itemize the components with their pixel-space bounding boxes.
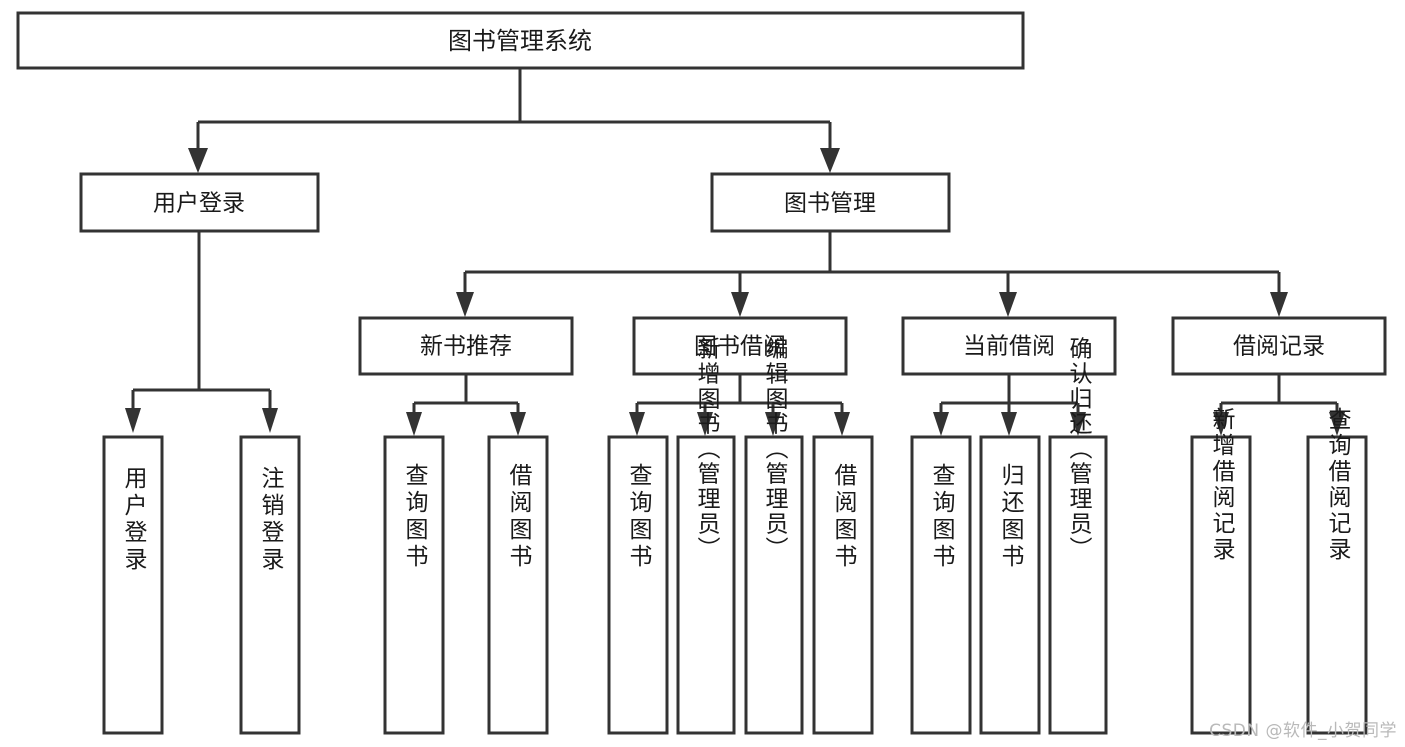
node-book-manage-label: 图书管理 (784, 191, 876, 217)
leaf-node-confirm-return[interactable]: 确认归还（管理员） (1048, 337, 1108, 735)
arrow-head-icon (697, 412, 713, 436)
node-root-box (16, 11, 1025, 70)
arrow-head-icon (188, 148, 208, 173)
arrow-head-icon (1070, 412, 1086, 436)
leaf-node-add-book[interactable]: 新增图书（管理员） (676, 337, 736, 735)
node-borrow-record-label: 借阅记录 (1233, 334, 1325, 360)
leaf-node-borrow-book-2[interactable]: 借阅图书 (812, 435, 874, 735)
leaf-confirm-return-box (1048, 435, 1108, 735)
leaf-borrow-book-1-box (487, 435, 549, 735)
leaf-query-record-label: 查询借阅记录 (1324, 407, 1352, 563)
leaf-add-record-box (1190, 435, 1252, 735)
node-new-book-rec[interactable]: 新书推荐 (358, 316, 574, 376)
leaf-edit-book-box (744, 435, 804, 735)
arrow-head-icon (456, 292, 474, 317)
leaf-query-book-1-label: 查询图书 (401, 463, 429, 571)
leaf-return-book-box (979, 435, 1041, 735)
node-new-book-rec-box (358, 316, 574, 376)
leaf-node-query-book-1[interactable]: 查询图书 (383, 435, 445, 735)
leaf-add-book-label: 新增图书（管理员） (693, 337, 721, 562)
node-borrow-record-box (1171, 316, 1387, 376)
arrow-head-icon (999, 292, 1017, 317)
leaf-user-login-box (102, 435, 164, 735)
leaf-node-query-book-3[interactable]: 查询图书 (910, 435, 972, 735)
arrow-head-icon (933, 412, 949, 436)
node-book-manage[interactable]: 图书管理 (710, 172, 951, 233)
leaf-node-add-record[interactable]: 新增借阅记录 (1190, 407, 1252, 735)
leaf-node-return-book[interactable]: 归还图书 (979, 435, 1041, 735)
arrow-head-icon (1270, 292, 1288, 317)
node-current-borrow-box (901, 316, 1117, 376)
node-root-label: 图书管理系统 (448, 27, 592, 55)
leaf-add-book-box (676, 435, 736, 735)
connector-user-login-to-leaves (125, 231, 278, 433)
leaf-borrow-book-1-label: 借阅图书 (505, 463, 533, 571)
leaf-node-query-book-2[interactable]: 查询图书 (607, 435, 669, 735)
arrow-head-icon (406, 412, 422, 436)
arrow-head-icon (1329, 412, 1345, 436)
node-current-borrow[interactable]: 当前借阅 (901, 316, 1117, 376)
connector-borrow-record-to-leaves (1213, 374, 1345, 436)
arrow-head-icon (834, 412, 850, 436)
node-book-manage-box (710, 172, 951, 233)
arrow-head-icon (1001, 412, 1017, 436)
node-root[interactable]: 图书管理系统 (16, 11, 1025, 70)
node-book-borrow-box (632, 316, 848, 376)
connector-new-book-rec-to-leaves (406, 374, 526, 436)
arrow-head-icon (629, 412, 645, 436)
connector-book-manage-to-level3 (456, 231, 1288, 317)
leaf-user-login-label: 用户登录 (120, 466, 148, 574)
node-book-borrow[interactable]: 图书借阅 (632, 316, 848, 376)
node-user-login[interactable]: 用户登录 (79, 172, 320, 233)
leaf-query-book-1-box (383, 435, 445, 735)
leaf-node-user-login[interactable]: 用户登录 (102, 435, 164, 735)
connector-root-to-level2 (188, 68, 840, 173)
arrow-head-icon (510, 412, 526, 436)
leaf-edit-book-label: 编辑图书（管理员） (761, 337, 789, 562)
connector-book-borrow-to-leaves (629, 374, 850, 436)
leaf-add-record-label: 新增借阅记录 (1208, 407, 1236, 563)
arrow-head-icon (731, 292, 749, 317)
leaf-query-record-box (1306, 435, 1368, 735)
leaf-return-book-label: 归还图书 (997, 463, 1025, 571)
arrow-head-icon (765, 412, 781, 436)
node-user-login-label: 用户登录 (153, 191, 245, 217)
leaf-borrow-book-2-label: 借阅图书 (830, 463, 858, 571)
arrow-head-icon (125, 408, 141, 433)
node-new-book-rec-label: 新书推荐 (420, 334, 512, 360)
leaf-confirm-return-label: 确认归还（管理员） (1065, 337, 1093, 562)
connector-current-borrow-to-leaves (933, 374, 1086, 436)
node-borrow-record[interactable]: 借阅记录 (1171, 316, 1387, 376)
leaf-query-book-2-box (607, 435, 669, 735)
leaf-node-query-record[interactable]: 查询借阅记录 (1306, 407, 1368, 735)
leaf-node-logout-login[interactable]: 注销登录 (239, 435, 301, 735)
leaf-query-book-2-label: 查询图书 (625, 463, 653, 571)
leaf-node-borrow-book-1[interactable]: 借阅图书 (487, 435, 549, 735)
arrow-head-icon (820, 148, 840, 173)
arrow-head-icon (262, 408, 278, 433)
leaf-query-book-3-box (910, 435, 972, 735)
leaf-query-book-3-label: 查询图书 (928, 463, 956, 571)
arrow-head-icon (1213, 412, 1229, 436)
leaf-logout-login-box (239, 435, 301, 735)
node-current-borrow-label: 当前借阅 (963, 334, 1055, 360)
leaf-logout-login-label: 注销登录 (257, 466, 285, 574)
leaf-borrow-book-2-box (812, 435, 874, 735)
node-book-borrow-label: 图书借阅 (694, 334, 786, 360)
leaf-node-edit-book[interactable]: 编辑图书（管理员） (744, 337, 804, 735)
